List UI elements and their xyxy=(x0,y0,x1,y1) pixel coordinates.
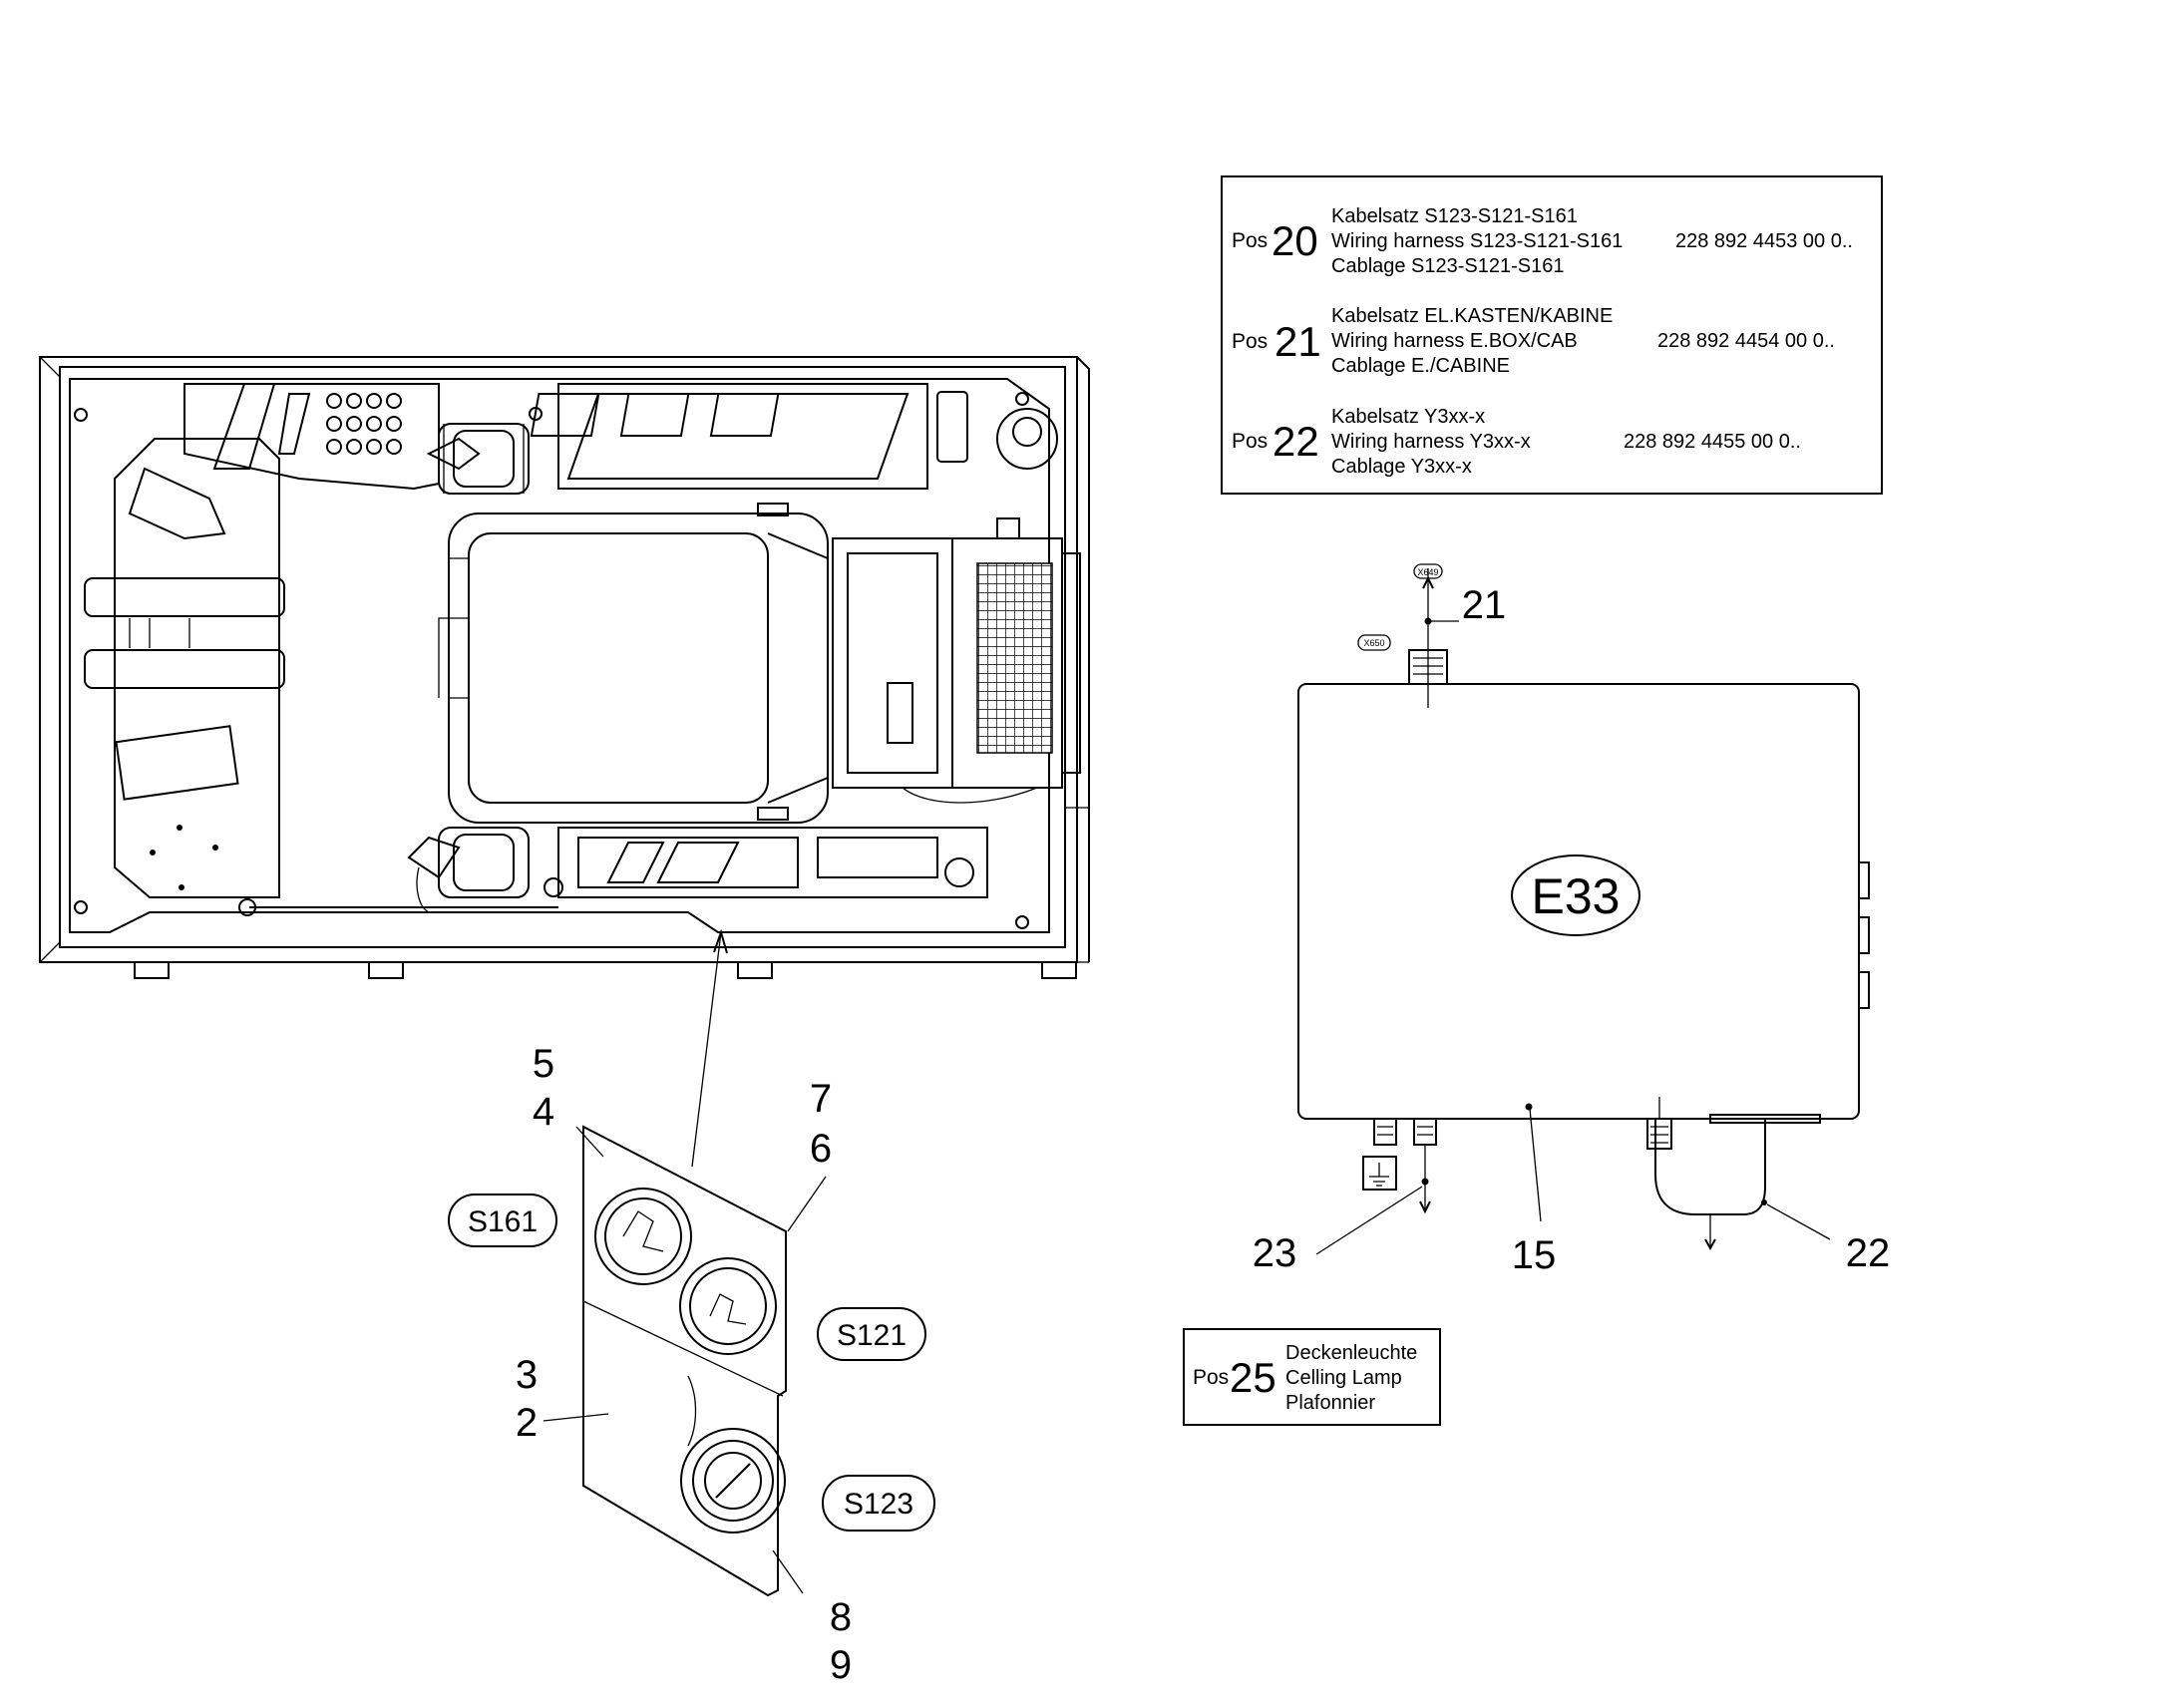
svg-text:228 892 4453 00 0..: 228 892 4453 00 0.. xyxy=(1675,230,1853,252)
svg-text:Plafonnier: Plafonnier xyxy=(1285,1392,1375,1414)
legend-main: Pos 20 Kabelsatz S123-S121-S161 Wiring h… xyxy=(1221,175,1883,495)
svg-text:Wiring harness E.BOX/CAB: Wiring harness E.BOX/CAB xyxy=(1331,330,1578,352)
callout-4: 4 xyxy=(533,1090,554,1134)
connector-x650: X650 xyxy=(1357,634,1391,651)
svg-text:S123: S123 xyxy=(844,1488,913,1521)
svg-text:Pos: Pos xyxy=(1232,430,1268,453)
callout-15: 15 xyxy=(1512,1233,1557,1277)
svg-text:Pos: Pos xyxy=(1232,330,1268,353)
svg-text:Cablage Y3xx-x: Cablage Y3xx-x xyxy=(1331,456,1472,478)
legend-lamp: Pos 25 Deckenleuchte Celling Lamp Plafon… xyxy=(1183,1328,1441,1426)
svg-text:21: 21 xyxy=(1274,318,1321,365)
callout-7: 7 xyxy=(810,1077,832,1121)
keypad xyxy=(326,393,402,455)
switch-s123-symbol xyxy=(680,1428,786,1534)
connector-x649: X649 xyxy=(1413,563,1443,579)
svg-text:25: 25 xyxy=(1230,1354,1276,1401)
svg-text:20: 20 xyxy=(1272,217,1318,264)
svg-text:22: 22 xyxy=(1272,418,1319,465)
svg-text:Wiring harness S123-S121-S161: Wiring harness S123-S121-S161 xyxy=(1331,230,1623,252)
tag-s121: S121 xyxy=(817,1307,926,1361)
svg-text:228 892 4454 00 0..: 228 892 4454 00 0.. xyxy=(1657,330,1835,352)
svg-text:Wiring harness Y3xx-x: Wiring harness Y3xx-x xyxy=(1331,431,1531,453)
svg-text:S161: S161 xyxy=(468,1205,538,1238)
svg-text:S121: S121 xyxy=(837,1319,907,1352)
svg-text:228 892 4455 00 0..: 228 892 4455 00 0.. xyxy=(1624,431,1801,453)
svg-text:Cablage E./CABINE: Cablage E./CABINE xyxy=(1331,355,1510,377)
svg-text:X649: X649 xyxy=(1417,567,1438,577)
electrical-box-e33: E33 X649 X650 xyxy=(1297,563,1870,1255)
switch-s121-symbol xyxy=(679,1257,777,1355)
tag-s161: S161 xyxy=(448,1194,557,1247)
svg-text:E33: E33 xyxy=(1532,868,1621,924)
switch-panel-detail xyxy=(543,1125,827,1597)
legend-entry-21: Pos 21 Kabelsatz EL.KASTEN/KABINE Wiring… xyxy=(1232,305,1835,377)
callout-3: 3 xyxy=(516,1353,538,1397)
svg-text:Pos: Pos xyxy=(1232,229,1268,252)
callout-9: 9 xyxy=(830,1643,852,1687)
switch-s161-symbol xyxy=(594,1188,692,1285)
svg-text:Kabelsatz EL.KASTEN/KABINE: Kabelsatz EL.KASTEN/KABINE xyxy=(1331,305,1613,327)
callout-2: 2 xyxy=(516,1401,538,1445)
ground-symbol xyxy=(1362,1156,1397,1191)
callout-21: 21 xyxy=(1462,583,1507,627)
callout-8: 8 xyxy=(830,1595,852,1639)
tag-s123: S123 xyxy=(822,1475,935,1532)
callout-5: 5 xyxy=(533,1042,554,1086)
callout-23: 23 xyxy=(1253,1231,1297,1275)
legend-entry-22: Pos 22 Kabelsatz Y3xx-x Wiring harness Y… xyxy=(1232,406,1801,478)
callout-6: 6 xyxy=(810,1127,832,1171)
svg-text:Deckenleuchte: Deckenleuchte xyxy=(1285,1342,1417,1364)
legend-entry-20: Pos 20 Kabelsatz S123-S121-S161 Wiring h… xyxy=(1232,205,1853,277)
cab-floor-plan xyxy=(39,356,1090,1168)
svg-text:Kabelsatz S123-S121-S161: Kabelsatz S123-S121-S161 xyxy=(1331,205,1578,227)
svg-text:Pos: Pos xyxy=(1193,1366,1229,1389)
svg-text:Cablage S123-S121-S161: Cablage S123-S121-S161 xyxy=(1331,255,1565,277)
svg-text:X650: X650 xyxy=(1363,638,1384,648)
svg-text:Celling Lamp: Celling Lamp xyxy=(1285,1367,1402,1389)
callout-22: 22 xyxy=(1846,1231,1891,1275)
svg-text:Kabelsatz Y3xx-x: Kabelsatz Y3xx-x xyxy=(1331,406,1485,428)
